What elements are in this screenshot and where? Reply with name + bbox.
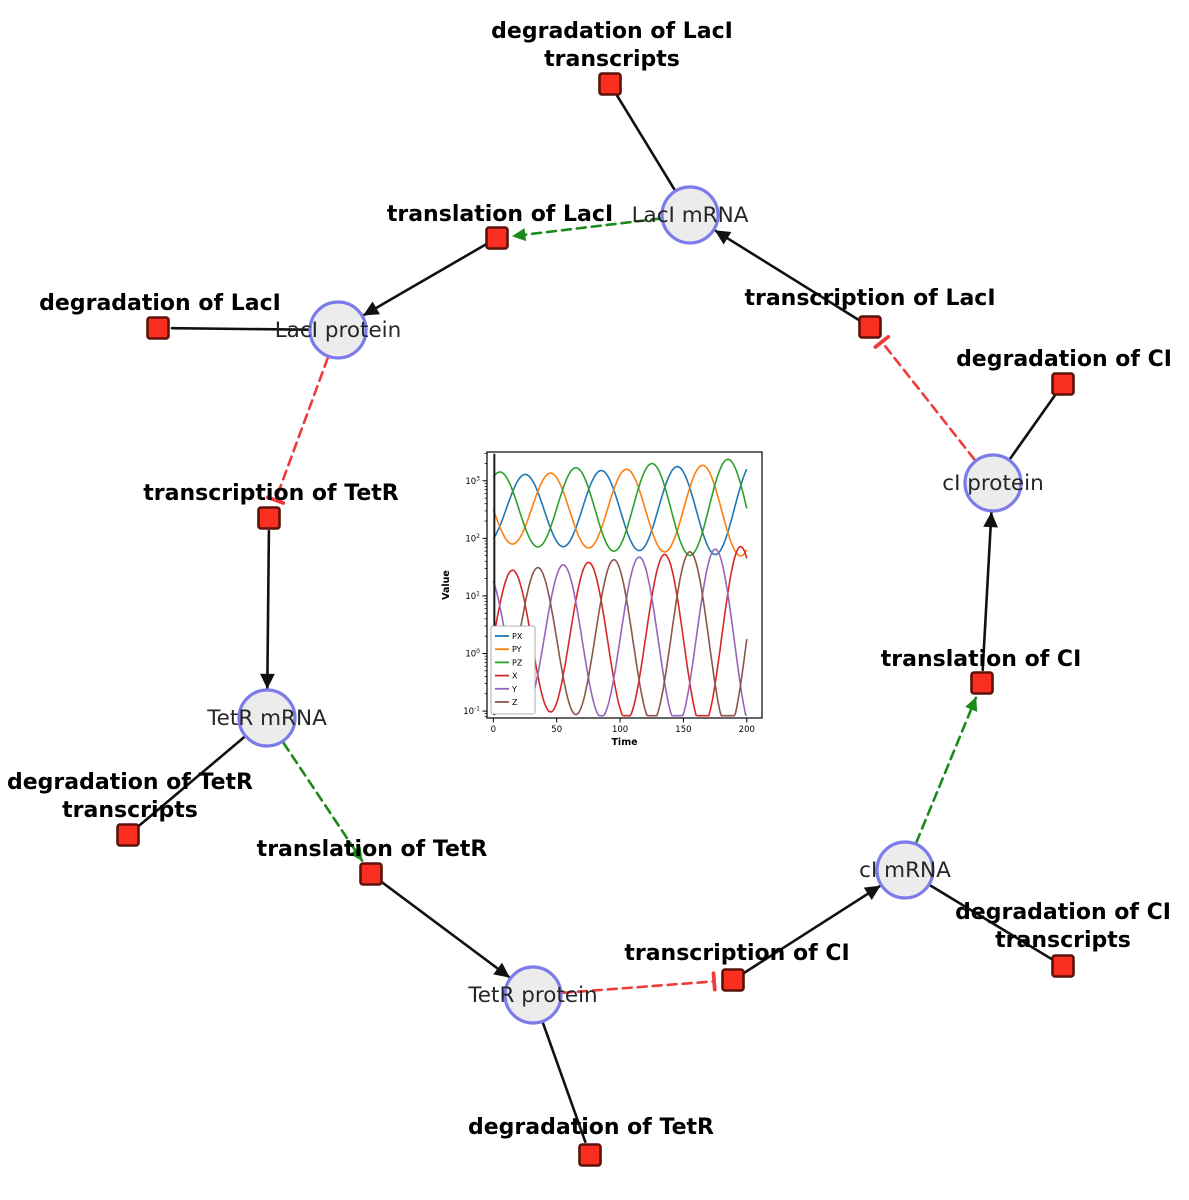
reaction-label-transcription_laci: transcription of LacI	[744, 286, 995, 311]
species-label-laci_protein: LacI protein	[275, 318, 402, 343]
species-node-laci_protein	[308, 300, 368, 360]
edge-inhibition-laci_protein-to-transcription_tetr	[276, 356, 330, 500]
chart-series-PY	[492, 464, 748, 557]
chart-series-X	[492, 545, 748, 717]
chart-legend-box	[490, 625, 536, 715]
reaction-label-translation_ci: translation of CI	[881, 647, 1082, 672]
reaction-label-translation_tetr: translation of TetR	[257, 837, 488, 862]
reaction-label-deg_ci_transcripts: degradation of CI	[955, 900, 1171, 925]
reaction-label-deg_laci_transcripts: degradation of LacI	[491, 19, 733, 44]
reaction-label-deg_ci_transcripts: transcripts	[995, 928, 1131, 953]
reaction-node-translation_tetr	[359, 862, 383, 886]
reaction-node-degradation_tetr	[578, 1143, 602, 1167]
chart-series-PX	[492, 465, 748, 556]
x-axis-tick-label: 100	[612, 725, 628, 735]
reaction-label-degradation_ci: degradation of CI	[956, 347, 1172, 372]
edge-production-translation_laci-to-laci_protein	[362, 243, 488, 317]
x-axis-tick-label: 200	[739, 725, 755, 735]
reaction-label-translation_laci: translation of LacI	[387, 202, 613, 227]
x-axis-tick-label: 50	[551, 725, 562, 735]
chart-series-Y	[492, 548, 748, 717]
reaction-node-transcription_tetr	[257, 506, 281, 530]
reaction-node-transcription_ci	[721, 968, 745, 992]
reaction-node-deg_ci_transcripts	[1051, 954, 1075, 978]
species-label-ci_protein: cI protein	[942, 471, 1043, 496]
edge-modifier-tetr_mrna-to-translation_tetr	[282, 741, 364, 863]
reaction-label-transcription_ci: transcription of CI	[624, 941, 849, 966]
species-node-tetr_mrna	[237, 688, 297, 748]
y-axis-title: Value	[441, 570, 452, 600]
species-node-ci_mrna	[875, 840, 935, 900]
edge-consumption-tetr_mrna-to-deg_tetr_transcripts	[137, 735, 246, 828]
reaction-node-degradation_laci	[146, 316, 170, 340]
edge-production-transcription_tetr-to-tetr_mrna	[260, 529, 275, 690]
reaction-label-transcription_tetr: transcription of TetR	[143, 481, 399, 506]
x-axis-tick-label: 150	[675, 725, 691, 735]
chart-series-PZ	[492, 458, 748, 557]
legend-label-PZ: PZ	[512, 658, 523, 667]
reaction-label-deg_tetr_transcripts: transcripts	[62, 798, 198, 823]
edge-modifier-laci_mrna-to-translation_laci	[511, 217, 662, 242]
edges-layer	[137, 94, 1057, 1144]
legend-label-Z: Z	[512, 698, 518, 707]
y-axis-tick-label: 10-1	[463, 706, 480, 718]
legend-label-PX: PX	[512, 632, 523, 641]
reaction-node-transcription_laci	[858, 315, 882, 339]
y-axis-tick-label: 103	[465, 475, 480, 487]
reaction-label-degradation_laci: degradation of LacI	[39, 291, 281, 316]
edge-consumption-ci_mrna-to-deg_ci_transcripts	[929, 884, 1053, 961]
species-node-tetr_protein	[503, 965, 563, 1025]
reaction-label-deg_tetr_transcripts: degradation of TetR	[7, 770, 253, 795]
edge-inhibition-tetr_protein-to-transcription_ci	[561, 981, 714, 995]
species-label-tetr_mrna: TetR mRNA	[206, 706, 327, 731]
legend-label-X: X	[512, 672, 518, 681]
edge-consumption-tetr_protein-to-degradation_tetr	[541, 1021, 587, 1144]
x-axis-tick-label: 0	[491, 725, 496, 735]
edge-production-transcription_ci-to-ci_mrna	[742, 884, 882, 975]
y-axis-tick-label: 100	[465, 648, 480, 660]
chart-axes-frame	[486, 451, 763, 719]
species-nodes-layer	[237, 185, 1023, 1025]
reaction-nodes-layer	[116, 72, 1075, 1167]
legend-label-Y: Y	[511, 685, 517, 694]
reaction-label-degradation_tetr: degradation of TetR	[468, 1115, 714, 1140]
x-axis-title: Time	[611, 737, 637, 748]
edge-inhibition-ci_protein-to-transcription_laci	[882, 342, 976, 461]
reaction-node-degradation_ci	[1051, 372, 1075, 396]
chart-series-Z	[492, 551, 748, 717]
legend-label-PY: PY	[512, 645, 522, 654]
y-axis-tick-label: 101	[465, 590, 480, 602]
species-node-ci_protein	[963, 453, 1023, 513]
reaction-node-translation_ci	[970, 671, 994, 695]
reaction-node-deg_laci_transcripts	[598, 72, 622, 96]
species-label-tetr_protein: TetR protein	[467, 983, 597, 1008]
reaction-node-translation_laci	[485, 226, 509, 250]
species-node-laci_mrna	[660, 185, 720, 245]
edge-consumption-ci_protein-to-degradation_ci	[1008, 394, 1057, 460]
edge-production-transcription_laci-to-laci_mrna	[714, 229, 861, 322]
species-label-laci_mrna: LacI mRNA	[632, 203, 749, 228]
y-axis-tick-label: 102	[465, 533, 480, 545]
edge-consumption-laci_protein-to-degradation_laci	[170, 326, 310, 332]
edge-production-translation_ci-to-ci_protein	[981, 511, 998, 672]
reaction-label-deg_laci_transcripts: transcripts	[544, 47, 680, 72]
edge-modifier-ci_mrna-to-translation_ci	[915, 696, 978, 844]
reaction-node-deg_tetr_transcripts	[116, 823, 140, 847]
edge-consumption-laci_mrna-to-deg_laci_transcripts	[615, 94, 676, 191]
edge-production-translation_tetr-to-tetr_protein	[380, 880, 511, 979]
species-label-ci_mrna: cI mRNA	[859, 858, 951, 883]
